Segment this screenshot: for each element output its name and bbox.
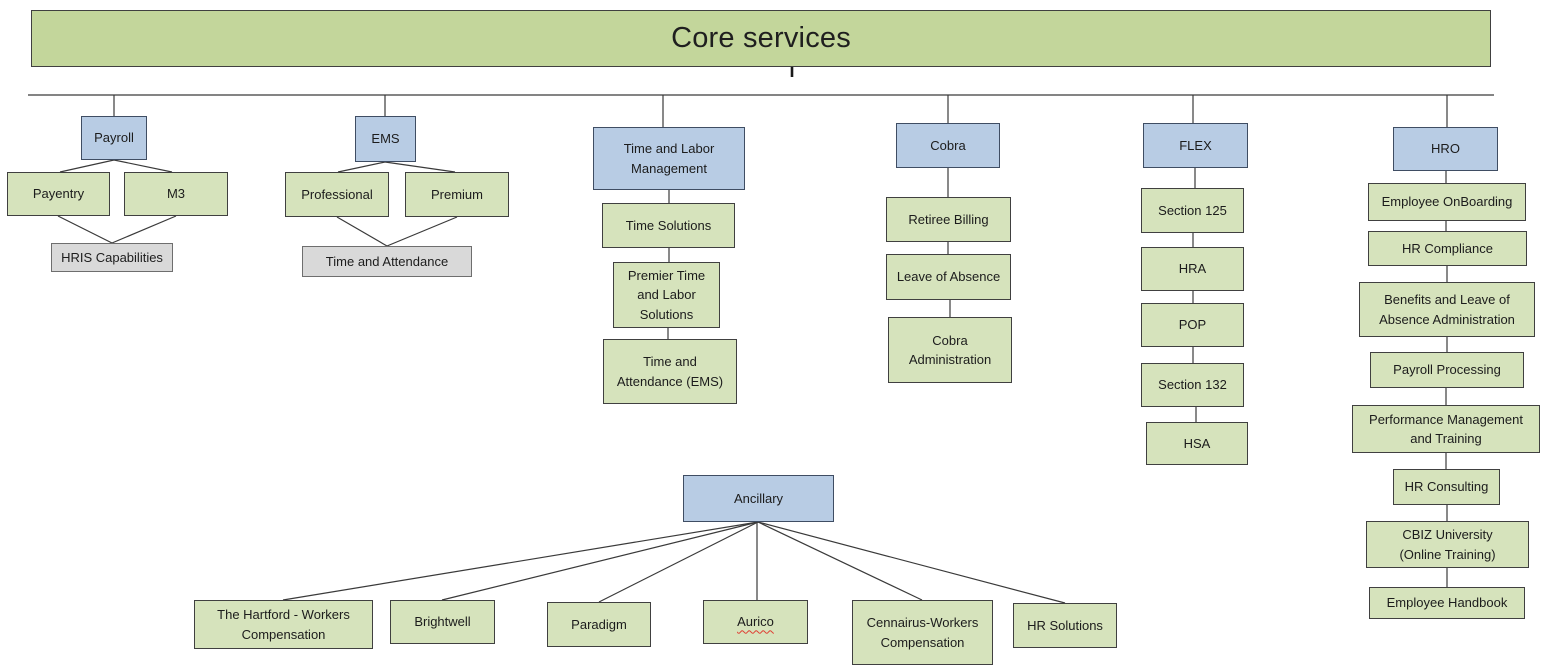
node-professional: Professional xyxy=(285,172,389,217)
node-employee-handbook: Employee Handbook xyxy=(1369,587,1525,619)
node-hr-solutions: HR Solutions xyxy=(1013,603,1117,648)
node-time-and-labor-management: Time and Labor Management xyxy=(593,127,745,190)
node-section-125: Section 125 xyxy=(1141,188,1244,233)
node-retiree-billing: Retiree Billing xyxy=(886,197,1011,242)
node-hr-consulting: HR Consulting xyxy=(1393,469,1500,505)
node-hsa: HSA xyxy=(1146,422,1248,465)
node-performance-management-and-training: Performance Management and Training xyxy=(1352,405,1540,453)
node-hris-capabilities: HRIS Capabilities xyxy=(51,243,173,272)
node-cobra: Cobra xyxy=(896,123,1000,168)
node-premier-time-and-labor-solutions: Premier Time and Labor Solutions xyxy=(613,262,720,328)
node-m3: M3 xyxy=(124,172,228,216)
node-section-132: Section 132 xyxy=(1141,363,1244,407)
node-leave-of-absence: Leave of Absence xyxy=(886,254,1011,300)
node-paradigm: Paradigm xyxy=(547,602,651,647)
node-cobra-administration: Cobra Administration xyxy=(888,317,1012,383)
node-payroll-processing: Payroll Processing xyxy=(1370,352,1524,388)
node-the-hartford-workers-compensation: The Hartford - Workers Compensation xyxy=(194,600,373,649)
node-flex: FLEX xyxy=(1143,123,1248,168)
node-hra: HRA xyxy=(1141,247,1244,291)
node-benefits-and-leave-of-absence-administration: Benefits and Leave of Absence Administra… xyxy=(1359,282,1535,337)
node-hr-compliance: HR Compliance xyxy=(1368,231,1527,266)
node-cbiz-university-online-training: CBIZ University (Online Training) xyxy=(1366,521,1529,568)
node-time-and-attendance-ems: Time and Attendance (EMS) xyxy=(603,339,737,404)
node-cennairus-workers-compensation: Cennairus-Workers Compensation xyxy=(852,600,993,665)
node-employee-onboarding: Employee OnBoarding xyxy=(1368,183,1526,221)
node-aurico: Aurico xyxy=(703,600,808,644)
node-payroll: Payroll xyxy=(81,116,147,160)
node-ems: EMS xyxy=(355,116,416,162)
node-ancillary: Ancillary xyxy=(683,475,834,522)
node-time-and-attendance: Time and Attendance xyxy=(302,246,472,277)
node-pop: POP xyxy=(1141,303,1244,347)
node-hro: HRO xyxy=(1393,127,1498,171)
node-brightwell: Brightwell xyxy=(390,600,495,644)
node-core-services: Core services xyxy=(31,10,1491,67)
node-premium: Premium xyxy=(405,172,509,217)
node-time-solutions: Time Solutions xyxy=(602,203,735,248)
node-payentry: Payentry xyxy=(7,172,110,216)
